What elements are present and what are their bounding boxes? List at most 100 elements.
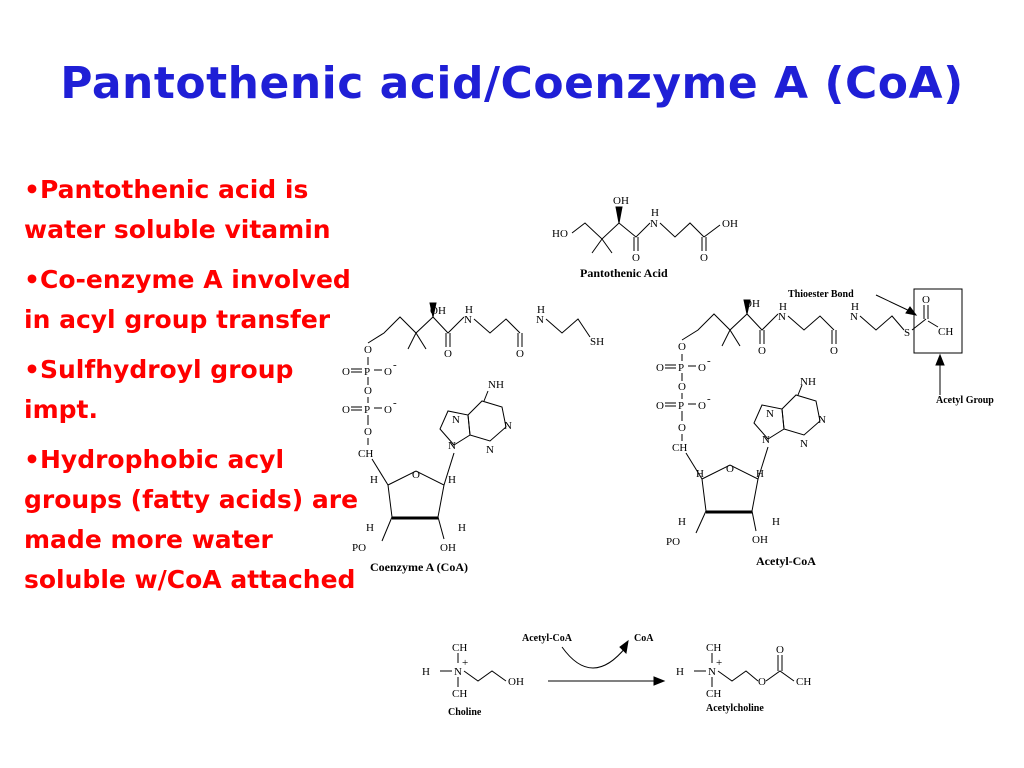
atom-label: - (707, 355, 711, 367)
atom-label: O (698, 400, 706, 412)
atom-label: N (454, 666, 462, 678)
atom-label: CH (706, 688, 721, 700)
atom-label: H (651, 207, 659, 219)
bullet-item: Hydrophobic acyl groups (fatty acids) ar… (24, 440, 370, 600)
atom-label: N (800, 438, 808, 450)
atom-label: + (462, 657, 468, 669)
atom-label: N (464, 314, 472, 326)
atom-label: OH (440, 542, 456, 554)
pantothenic-acid-structure: HO OH O N H O OH Pantothenic Acid (552, 195, 738, 280)
atom-label: CH (938, 326, 953, 338)
thioester-bond-label: Thioester Bond (788, 289, 854, 300)
atom-label: PO (666, 536, 680, 548)
atom-label: H (422, 666, 430, 678)
atom-label: O (516, 348, 524, 360)
coenzyme-a-structure: OH O N H O N H SH O P O O - O (342, 302, 604, 574)
atom-label: H (537, 304, 545, 316)
atom-label: CH (452, 688, 467, 700)
atom-label: H (772, 516, 780, 528)
atom-label: O (678, 422, 686, 434)
choline-label: Choline (448, 707, 482, 718)
atom-label: O (726, 463, 734, 475)
atom-label: N (486, 444, 494, 456)
atom-label: O (830, 345, 838, 357)
atom-label: N (448, 440, 456, 452)
atom-label: OH (752, 534, 768, 546)
atom-label: P (364, 404, 370, 416)
atom-label: O (678, 381, 686, 393)
atom-label: O (342, 404, 350, 416)
atom-label: CH (452, 642, 467, 654)
atom-label: S (904, 327, 910, 339)
atom-label: O (364, 344, 372, 356)
atom-label: P (678, 400, 684, 412)
atom-label: N (850, 311, 858, 323)
atom-label: OH (508, 676, 524, 688)
atom-label: H (851, 301, 859, 313)
atom-label: N (536, 314, 544, 326)
atom-label: O (700, 252, 708, 264)
atom-label: - (393, 397, 397, 409)
atom-label: O (698, 362, 706, 374)
atom-label: HO (552, 228, 568, 240)
acetyl-coa-structure: OH O N H O N H S O CH Thioester Bond (656, 288, 994, 568)
choline-reaction: H N + CH CH OH Choline Acetyl-CoA CoA H … (422, 633, 811, 718)
coenzyme-a-label: Coenzyme A (CoA) (370, 560, 468, 574)
acetyl-coa-label: Acetyl-CoA (756, 554, 816, 568)
atom-label: O (922, 294, 930, 306)
atom-label: H (370, 474, 378, 486)
atom-label: O (776, 644, 784, 656)
atom-label: N (778, 311, 786, 323)
atom-label: O (364, 426, 372, 438)
bullet-list: Pantothenic acid is water soluble vitami… (24, 170, 370, 610)
atom-label: H (676, 666, 684, 678)
atom-label: O (444, 348, 452, 360)
atom-label: H (366, 522, 374, 534)
atom-label: O (758, 345, 766, 357)
acetylcholine-label: Acetylcholine (706, 703, 764, 714)
atom-label: N (650, 218, 658, 230)
atom-label: + (716, 657, 722, 669)
bullet-item: Sulfhydroyl group impt. (24, 350, 370, 430)
atom-label: N (766, 408, 774, 420)
atom-label: N (452, 414, 460, 426)
reaction-reagent-label: Acetyl-CoA (522, 633, 573, 644)
atom-label: N (708, 666, 716, 678)
atom-label: O (656, 400, 664, 412)
atom-label: - (707, 393, 711, 405)
atom-label: N (818, 414, 826, 426)
atom-label: H (779, 301, 787, 313)
atom-label: H (448, 474, 456, 486)
atom-label: O (678, 341, 686, 353)
atom-label: O (364, 385, 372, 397)
atom-label: OH (722, 218, 738, 230)
atom-label: SH (590, 336, 604, 348)
bullet-item: Co-enzyme A involved in acyl group trans… (24, 260, 370, 340)
atom-label: O (384, 404, 392, 416)
atom-label: O (632, 252, 640, 264)
atom-label: H (465, 304, 473, 316)
atom-label: OH (613, 195, 629, 207)
chemical-structures-figure: HO OH O N H O OH Pantothenic Acid OH (342, 195, 994, 718)
atom-label: NH (488, 379, 504, 391)
atom-label: OH (430, 305, 446, 317)
atom-label: P (678, 362, 684, 374)
atom-label: OH (744, 298, 760, 310)
atom-label: N (762, 434, 770, 446)
reaction-product-label: CoA (634, 633, 654, 644)
atom-label: CH (358, 448, 373, 460)
acetyl-group-label: Acetyl Group (936, 395, 994, 406)
atom-label: O (384, 366, 392, 378)
slide-title: Pantothenic acid/Coenzyme A (CoA) (60, 58, 964, 109)
atom-label: O (342, 366, 350, 378)
atom-label: N (504, 420, 512, 432)
atom-label: O (412, 469, 420, 481)
pantothenic-acid-label: Pantothenic Acid (580, 266, 668, 280)
atom-label: H (696, 468, 704, 480)
atom-label: CH (672, 442, 687, 454)
atom-label: PO (352, 542, 366, 554)
atom-label: - (393, 359, 397, 371)
atom-label: O (758, 676, 766, 688)
atom-label: H (678, 516, 686, 528)
